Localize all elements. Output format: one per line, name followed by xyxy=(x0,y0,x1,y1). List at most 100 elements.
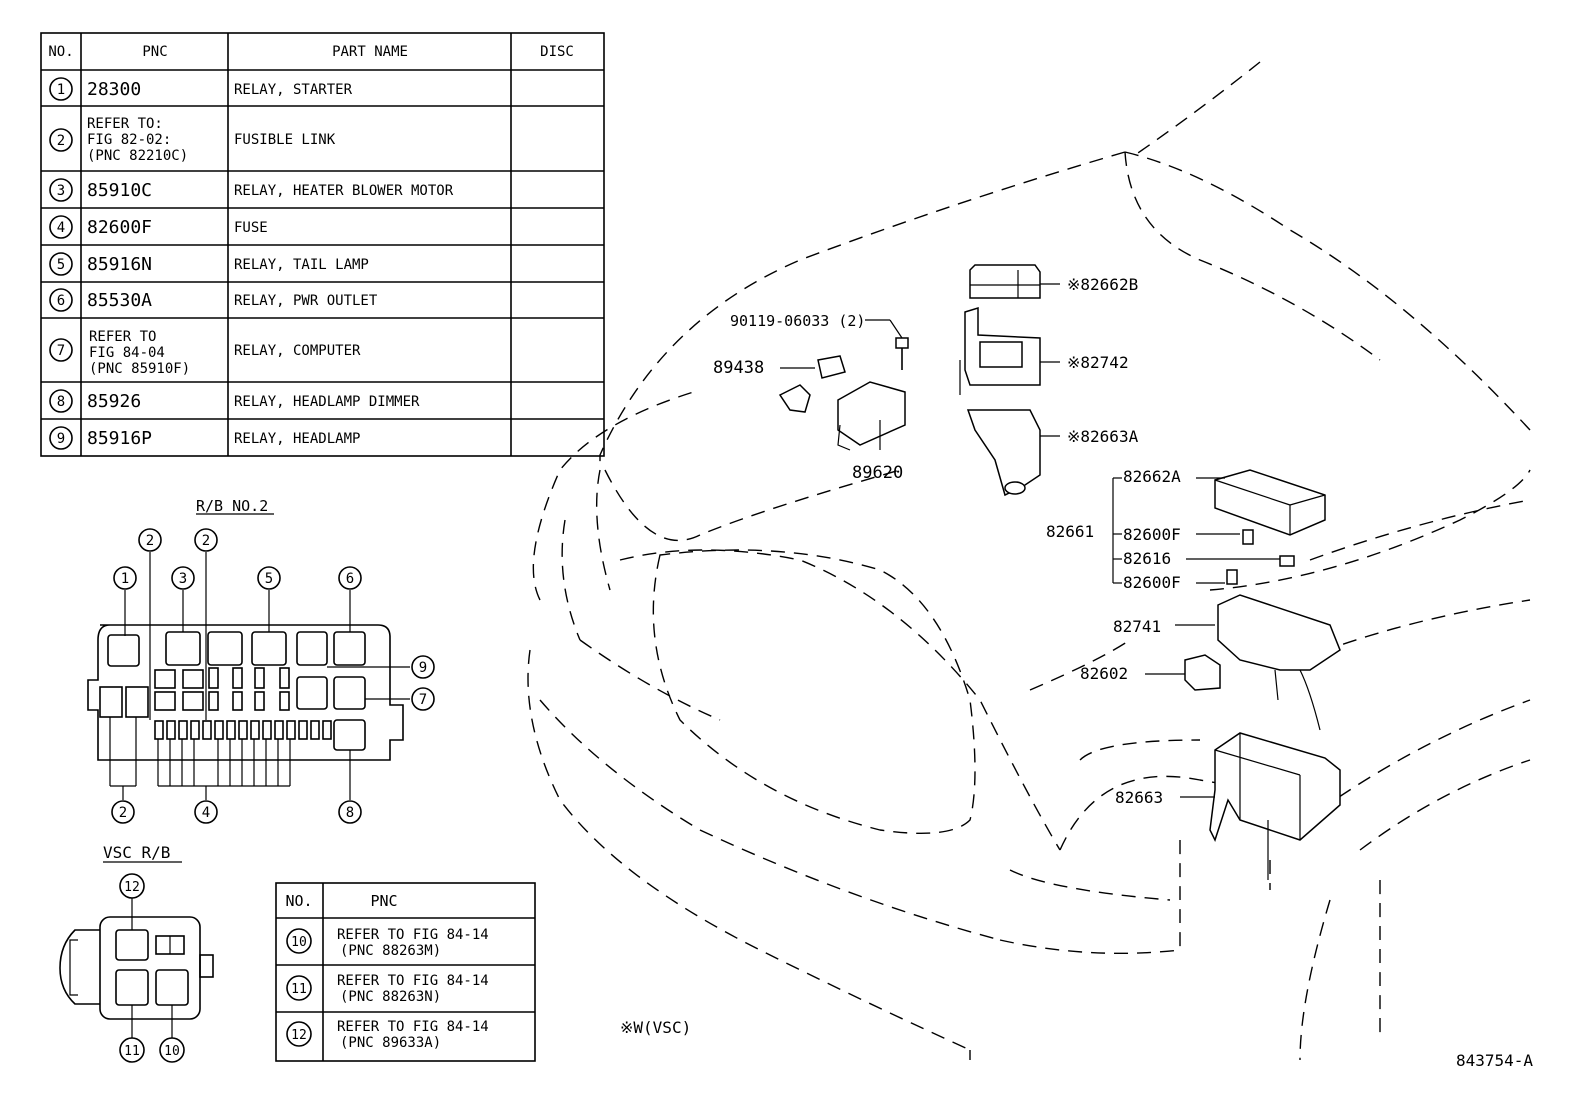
pnc-cell: REFER TO FIG 84-14 xyxy=(337,973,489,989)
part-table: NO. PNC PART NAME DISC 1 28300 RELAY, ST… xyxy=(40,32,605,457)
label-82742: ※82742 xyxy=(1067,353,1129,372)
part-name-cell: RELAY, COMPUTER xyxy=(234,343,361,359)
row-number: 5 xyxy=(57,257,65,273)
part-name-cell: RELAY, HEADLAMP DIMMER xyxy=(234,394,420,410)
callout-11: 11 xyxy=(124,1044,140,1059)
table-row: 4 82600F FUSE xyxy=(49,215,268,239)
pnc-cell: 28300 xyxy=(87,79,141,100)
table-row: 12 REFER TO FIG 84-14 (PNC 89633A) xyxy=(286,1019,489,1051)
row-number: 9 xyxy=(57,431,65,447)
table-row: 9 85916P RELAY, HEADLAMP xyxy=(49,426,360,450)
pnc-cell: (PNC 85910F) xyxy=(89,361,190,377)
header-part-name: PART NAME xyxy=(332,44,408,60)
callout-12: 12 xyxy=(124,880,140,895)
part-name-cell: RELAY, HEADLAMP xyxy=(234,431,360,447)
bolt-90119 xyxy=(865,319,909,370)
label-82600f-1: 82600F xyxy=(1123,525,1181,544)
bracket-82661 xyxy=(1112,477,1295,585)
callout-10: 10 xyxy=(164,1044,180,1059)
figure-code: 843754-A xyxy=(1456,1051,1533,1070)
row-number: 8 xyxy=(57,394,65,410)
part-name-cell: RELAY, STARTER xyxy=(234,82,353,98)
relay-cover-82662b xyxy=(969,264,1060,299)
pnc-cell: (PNC 89633A) xyxy=(340,1035,441,1051)
rb2-diagram: R/B NO.2 xyxy=(87,497,435,824)
label-89438: 89438 xyxy=(713,358,764,378)
relay-block-82741 xyxy=(1175,594,1341,731)
row-number: 7 xyxy=(57,343,65,359)
label-82662a: 82662A xyxy=(1123,467,1181,486)
footnote-vsc: ※W(VSC) xyxy=(620,1018,691,1037)
table-row: 10 REFER TO FIG 84-14 (PNC 88263M) xyxy=(286,927,489,959)
relay-block-housing xyxy=(87,624,404,761)
label-82600f-2: 82600F xyxy=(1123,573,1181,592)
vsc-table: NO. PNC 10 REFER TO FIG 84-14 (PNC 88263… xyxy=(275,882,536,1062)
row-number: 10 xyxy=(291,935,307,950)
label-82602: 82602 xyxy=(1080,664,1128,683)
part-name-cell: RELAY, HEATER BLOWER MOTOR xyxy=(234,183,454,199)
header-no: NO. xyxy=(48,44,73,60)
bracket-82663a xyxy=(966,409,1060,497)
pnc-cell: 85926 xyxy=(87,391,141,412)
row-number: 3 xyxy=(57,183,65,199)
label-90119: 90119-06033 (2) xyxy=(730,312,865,330)
pnc-cell: REFER TO xyxy=(89,329,156,345)
table-row: 11 REFER TO FIG 84-14 (PNC 88263N) xyxy=(286,973,489,1005)
header-pnc: PNC xyxy=(142,44,167,60)
pnc-cell: 85916P xyxy=(87,428,152,449)
rb2-title: R/B NO.2 xyxy=(196,497,268,515)
table-row: 7 REFER TO FIG 84-04 (PNC 85910F) RELAY,… xyxy=(49,329,361,377)
header-disc: DISC xyxy=(540,44,574,60)
pnc-cell: 85530A xyxy=(87,290,152,311)
label-82616: 82616 xyxy=(1123,549,1171,568)
vsc-title: VSC R/B xyxy=(103,843,170,862)
label-82663a: ※82663A xyxy=(1067,427,1139,446)
module-89620 xyxy=(837,381,906,451)
label-82741: 82741 xyxy=(1113,617,1161,636)
sensor-89438 xyxy=(778,355,846,413)
callout-5: 5 xyxy=(265,571,273,587)
callout-2: 2 xyxy=(202,533,210,549)
callout-4: 4 xyxy=(202,805,210,821)
label-89620: 89620 xyxy=(852,463,903,483)
callout-7: 7 xyxy=(419,692,427,708)
row-number: 12 xyxy=(291,1028,307,1043)
pnc-cell: (PNC 82210C) xyxy=(87,148,188,164)
callout-9: 9 xyxy=(419,660,427,676)
label-82661: 82661 xyxy=(1046,522,1094,541)
pnc-cell: 85916N xyxy=(87,254,152,275)
pnc-cell: FIG 84-04 xyxy=(89,345,165,361)
row-number: 6 xyxy=(57,293,65,309)
relay-block-cover-82662a xyxy=(1214,469,1326,536)
label-82662b: ※82662B xyxy=(1067,275,1138,294)
row-number: 2 xyxy=(57,133,65,149)
row-number: 4 xyxy=(57,220,65,236)
callout-6: 6 xyxy=(346,571,354,587)
callout-3: 3 xyxy=(179,571,187,587)
pnc-cell: 85910C xyxy=(87,180,152,201)
table-row: 5 85916N RELAY, TAIL LAMP xyxy=(49,252,369,276)
vsc-rb-diagram: VSC R/B 12 11 10 xyxy=(59,843,214,1063)
callout-8: 8 xyxy=(346,805,354,821)
callout-2: 2 xyxy=(146,533,154,549)
pnc-cell: 82600F xyxy=(87,217,152,238)
table-row: 6 85530A RELAY, PWR OUTLET xyxy=(49,288,378,312)
callout-1: 1 xyxy=(121,571,129,587)
pnc-cell: REFER TO: xyxy=(87,116,163,132)
label-82663: 82663 xyxy=(1115,788,1163,807)
row-number: 11 xyxy=(291,982,307,997)
connector-82602 xyxy=(1145,654,1221,691)
part-name-cell: FUSE xyxy=(234,220,268,236)
pnc-cell: FIG 82-02: xyxy=(87,132,171,148)
pnc-cell: (PNC 88263N) xyxy=(340,989,441,1005)
relay-block-case-82663 xyxy=(1180,732,1341,880)
vehicle-outline xyxy=(527,61,1531,1061)
table-row: 3 85910C RELAY, HEATER BLOWER MOTOR xyxy=(49,178,454,202)
part-name-cell: RELAY, TAIL LAMP xyxy=(234,257,369,273)
header-pnc: PNC xyxy=(370,892,397,910)
pnc-cell: REFER TO FIG 84-14 xyxy=(337,927,489,943)
header-no: NO. xyxy=(285,892,312,910)
row-number: 1 xyxy=(57,82,65,98)
part-name-cell: FUSIBLE LINK xyxy=(234,132,336,148)
